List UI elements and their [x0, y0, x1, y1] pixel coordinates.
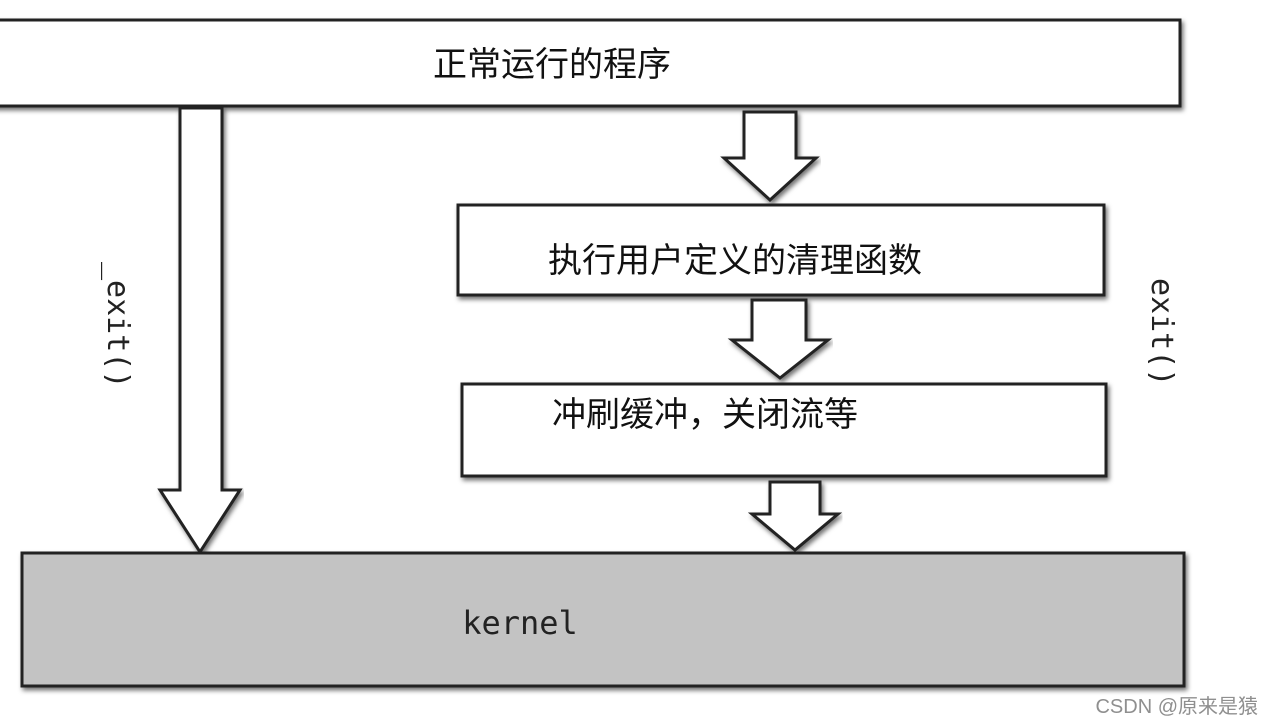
cleanup-box: 执行用户定义的清理函数 [456, 203, 1106, 297]
program-box: 正常运行的程序 [0, 18, 1182, 108]
program-box-label: 正常运行的程序 [433, 45, 671, 85]
kernel-box: kernel [20, 551, 1186, 688]
csdn-watermark: CSDN @原来是猿 [1095, 696, 1258, 718]
exit-label: exit() [1144, 278, 1179, 386]
flush-box-label: 冲刷缓冲，关闭流等 [552, 395, 858, 435]
kernel-box-label: kernel [462, 604, 578, 642]
down-arrow-1 [720, 110, 820, 203]
exit-underscore-label: _exit() [100, 262, 135, 388]
flush-box: 冲刷缓冲，关闭流等 [460, 382, 1108, 478]
down-arrow-3 [747, 480, 843, 552]
cleanup-box-label: 执行用户定义的清理函数 [548, 241, 922, 281]
down-arrow-2 [727, 298, 833, 380]
exit-underscore-arrow [157, 106, 243, 555]
